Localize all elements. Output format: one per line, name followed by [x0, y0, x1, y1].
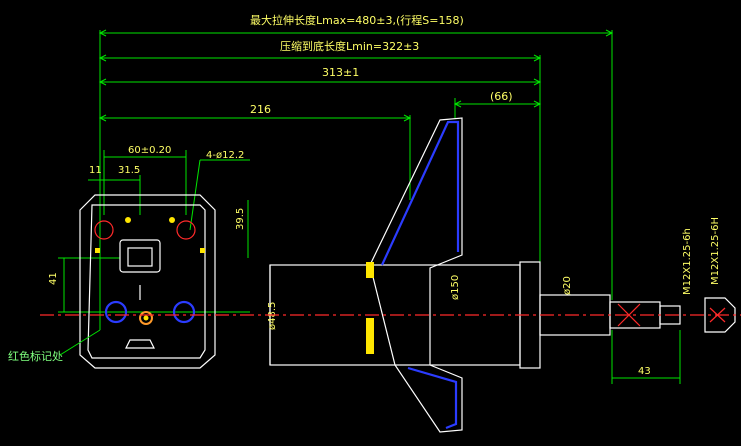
max-extension-label: 最大拉伸长度Lmax=480±3,(行程S=158)	[250, 13, 464, 27]
spring-seat	[366, 117, 463, 433]
thread-spec-a: M12X1.25-6h	[682, 228, 693, 295]
dim-48-label: ø48.5	[267, 302, 278, 330]
dim-60-label: 60±0.20	[128, 145, 171, 156]
dim-41-label: 41	[48, 272, 59, 285]
nut	[704, 297, 736, 333]
dim-39-label: 39.5	[235, 208, 246, 230]
overall-length-label: 313±1	[322, 66, 359, 79]
dim-150-label: ø150	[450, 275, 461, 300]
dim-66-label: (66)	[490, 90, 513, 103]
left-dimension-lines	[58, 150, 250, 313]
thread-spec-b: M12X1.25-6H	[710, 217, 721, 285]
hole-spec-label: 4-ø12.2	[206, 150, 244, 161]
bolt-hole-upper-left	[94, 220, 114, 240]
bolt-hole-lower-right	[172, 300, 196, 324]
dim-20-label: ø20	[562, 276, 573, 295]
dim-11-label: 11	[89, 165, 102, 176]
bolt-hole-lower-left	[104, 300, 128, 324]
bolt-hole-upper-right	[176, 220, 196, 240]
compression-length-label: 压缩到底长度Lmin=322±3	[280, 39, 419, 53]
dim-43-label: 43	[638, 366, 651, 377]
red-mark-note: 红色标记处	[8, 349, 63, 363]
dim-31-label: 31.5	[118, 165, 140, 176]
mounting-bracket	[79, 194, 216, 369]
top-dimension-lines	[98, 29, 614, 330]
rod-dimension-lines	[611, 330, 681, 384]
dim-216-label: 216	[250, 103, 271, 116]
note-leader	[59, 329, 101, 356]
